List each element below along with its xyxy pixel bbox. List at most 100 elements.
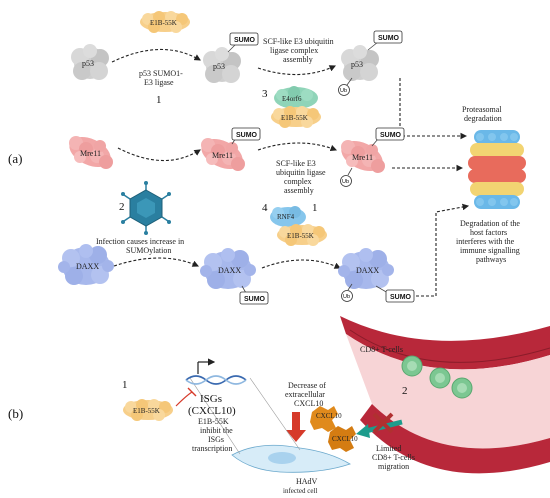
degradation-line4: immune signalling [460, 246, 520, 255]
daxx-protein-2: DAXX [200, 248, 256, 289]
e1b-inhibit-line3: ISGs [208, 435, 224, 444]
migration-blocked-arrow [356, 412, 403, 438]
cxcl10-molecules [310, 406, 356, 452]
hadv-line2: infected cell [283, 487, 317, 495]
svg-text:p53: p53 [213, 62, 225, 71]
infected-cell [231, 444, 351, 473]
degradation-line2: host factors [470, 228, 507, 237]
svg-text:Mre11: Mre11 [80, 149, 101, 158]
svg-text:E1B-55K: E1B-55K [133, 407, 160, 415]
cxcl10-label-1: CXCL10 [316, 412, 342, 420]
dna-gene-icon [185, 358, 247, 385]
svg-text:SUMO: SUMO [378, 35, 400, 42]
svg-text:DAXX: DAXX [218, 266, 241, 275]
svg-text:E1B-55K: E1B-55K [287, 232, 314, 240]
b-step-number-2: 2 [402, 385, 408, 397]
virus-icon [121, 181, 171, 235]
svg-text:SUMO: SUMO [236, 132, 258, 139]
cd8-label: CD8+ T-cells [360, 345, 403, 354]
daxx-protein-3: DAXX [338, 248, 394, 289]
svg-text:SUMO: SUMO [244, 296, 266, 303]
zoom-line-left [189, 377, 241, 455]
svg-text:E1B-55K: E1B-55K [150, 19, 177, 27]
sumo-tag-daxx-3: SUMO [375, 285, 415, 303]
ub-tag-mre11: Ub [340, 167, 353, 187]
infection-line2: SUMOylation [126, 246, 171, 255]
step-number-1b: 1 [312, 202, 318, 214]
svg-text:SUMO: SUMO [380, 132, 402, 139]
arrow-mre11-scf [257, 142, 338, 152]
panel-a-label: (a) [8, 151, 22, 166]
blood-vessel [340, 316, 550, 474]
p53-ligase-line2: E3 ligase [144, 78, 174, 87]
sumo-tag-p53-2: SUMO [227, 32, 259, 53]
scf2-line2: ubiquitin ligase [276, 168, 326, 177]
arrow-daxx-sumoylation [113, 257, 200, 267]
arrow-mre11-sumoylation [117, 147, 201, 162]
scf1-line3: assembly [283, 55, 313, 64]
p53-ligase-line1: p53 SUMO1- [139, 69, 183, 78]
svg-text:Ub: Ub [343, 294, 350, 300]
p53-protein-1: p53 [71, 44, 109, 80]
e4orf6-e1b55k-complex: E4orf6 E1B-55K [271, 86, 321, 128]
proteasome-icon [468, 130, 526, 209]
svg-text:SUMO: SUMO [390, 294, 412, 301]
inhibition-line [175, 391, 193, 407]
degradation-line5: pathways [476, 255, 506, 264]
scf2-line4: assembly [284, 186, 314, 195]
isgs-line1: ISGs [200, 393, 222, 405]
svg-text:p53: p53 [351, 60, 363, 69]
proteasomal-line2: degradation [464, 114, 502, 123]
proteasomal-line1: Proteasomal [462, 105, 502, 114]
svg-text:Ub: Ub [342, 179, 349, 185]
p53-protein-3: p53 [341, 45, 379, 81]
e1b55k-protein-b: E1B-55K [123, 399, 173, 421]
sumo-tag-mre11-2: SUMO [231, 127, 261, 145]
step-number-4: 4 [262, 202, 268, 214]
step-number-1: 1 [156, 94, 162, 106]
scf2-line1: SCF-like E3 [276, 159, 316, 168]
inhibition-bar [187, 387, 197, 397]
svg-text:Ub: Ub [340, 88, 347, 94]
decrease-line3: CXCL10 [294, 399, 323, 408]
e1b-inhibit-line2: inhibit the [200, 426, 233, 435]
step-number-3: 3 [262, 88, 268, 100]
daxx-protein-1: DAXX [58, 244, 114, 285]
zoom-line-right [249, 377, 301, 451]
e1b55k-protein-top: E1B-55K [140, 11, 190, 33]
decrease-line1: Decrease of [288, 381, 326, 390]
infection-line1: Infection causes increase in [96, 237, 184, 246]
p53-protein-2: p53 [203, 47, 241, 83]
decrease-arrow [286, 412, 306, 442]
svg-text:DAXX: DAXX [76, 262, 99, 271]
mre11-protein-1: Mre11 [64, 130, 116, 174]
svg-text:SUMO: SUMO [234, 37, 256, 44]
scf1-line2: ligase complex [270, 46, 318, 55]
sumo-tag-mre11-3: SUMO [371, 127, 405, 147]
decrease-line2: extracellular [285, 390, 325, 399]
arrow-daxx-rnf4 [261, 259, 342, 269]
arrow-p53-proteasome [399, 78, 468, 140]
svg-text:E1B-55K: E1B-55K [281, 114, 308, 122]
limited-line2: CD8+ T-cells [372, 453, 415, 462]
ub-tag-p53: Ub [338, 77, 353, 96]
svg-text:p53: p53 [82, 59, 94, 68]
ub-tag-daxx: Ub [341, 283, 353, 302]
svg-text:Mre11: Mre11 [352, 153, 373, 162]
sumo-tag-daxx-2: SUMO [239, 285, 269, 305]
isgs-line2: (CXCL10) [188, 405, 236, 417]
mre11-protein-3: Mre11 [336, 134, 388, 178]
cxcl10-label-2: CXCL10 [332, 435, 358, 443]
svg-text:E4orf6: E4orf6 [282, 95, 302, 103]
scf2-line3: complex [284, 177, 312, 186]
step-number-2: 2 [119, 201, 125, 213]
scf1-line1: SCF-like E3 ubiquitin [263, 37, 334, 46]
degradation-line3: interferes with the [456, 237, 515, 246]
panel-b-label: (b) [8, 406, 23, 421]
hadv-line1: HAdV [296, 477, 318, 486]
svg-text:RNF4: RNF4 [277, 213, 295, 221]
b-step-number-1: 1 [122, 379, 128, 391]
mre11-protein-2: Mre11 [196, 132, 248, 176]
arrow-p53-scf [257, 65, 337, 76]
